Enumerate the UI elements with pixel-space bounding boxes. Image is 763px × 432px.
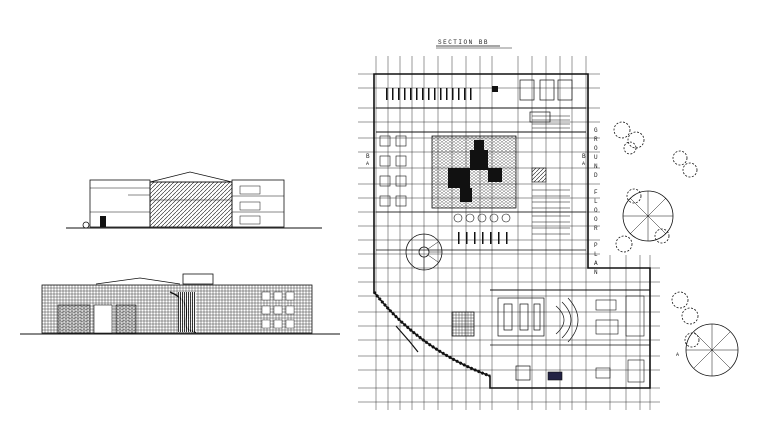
tree-large-1	[615, 188, 674, 253]
plan-title-letter: O	[594, 216, 598, 223]
section-marker-right: B	[582, 153, 586, 160]
solid-blocks	[448, 140, 502, 202]
curved-glass-wall	[372, 291, 491, 378]
chair-row	[453, 213, 511, 223]
plan-title-letter: A	[594, 260, 598, 267]
auditorium-arcs	[555, 297, 579, 343]
plan-title-letter: F	[594, 189, 598, 196]
plan-title-letter: R	[594, 225, 598, 232]
section-marker-left-a: A	[366, 161, 369, 167]
plan-title-letter: U	[594, 154, 598, 161]
dining-tables	[519, 79, 573, 123]
structural-grid	[358, 56, 660, 410]
stair-core	[451, 311, 475, 337]
seating-rows	[386, 86, 498, 100]
side-elevation	[20, 273, 340, 335]
section-marker-left: B	[366, 153, 370, 160]
section-marker-bottom-a: A	[676, 352, 679, 358]
offices	[595, 295, 645, 383]
section-markers: B A B A A	[366, 153, 679, 358]
plan-title-letter: L	[594, 198, 598, 205]
plan-title-letter: D	[594, 172, 598, 179]
plan-title-letter: L	[594, 251, 598, 258]
section-title: SECTION BB	[438, 39, 489, 46]
tree-cluster-3	[671, 291, 699, 325]
landscape-trees	[613, 121, 739, 377]
tree-large-2	[684, 323, 739, 377]
front-elevation	[66, 171, 322, 229]
spiral-staircase	[405, 233, 443, 271]
plan-title-letter: N	[594, 163, 598, 170]
tree-cluster-2	[672, 150, 698, 178]
plan-title-letter: P	[594, 242, 598, 249]
plan-title-letter: N	[594, 269, 598, 276]
left-tables	[379, 135, 407, 207]
right-racks	[532, 115, 570, 235]
plan-title-letter: R	[594, 136, 598, 143]
plan-title-letter: O	[594, 207, 598, 214]
bench-row	[458, 232, 508, 244]
section-marker-right-a: A	[582, 161, 585, 167]
lab-room	[497, 297, 545, 337]
tree-cluster-1	[613, 121, 645, 155]
plan-title-letter: G	[594, 127, 598, 134]
section-title-block: SECTION BB	[436, 39, 512, 49]
plan-title-letter: O	[594, 145, 598, 152]
